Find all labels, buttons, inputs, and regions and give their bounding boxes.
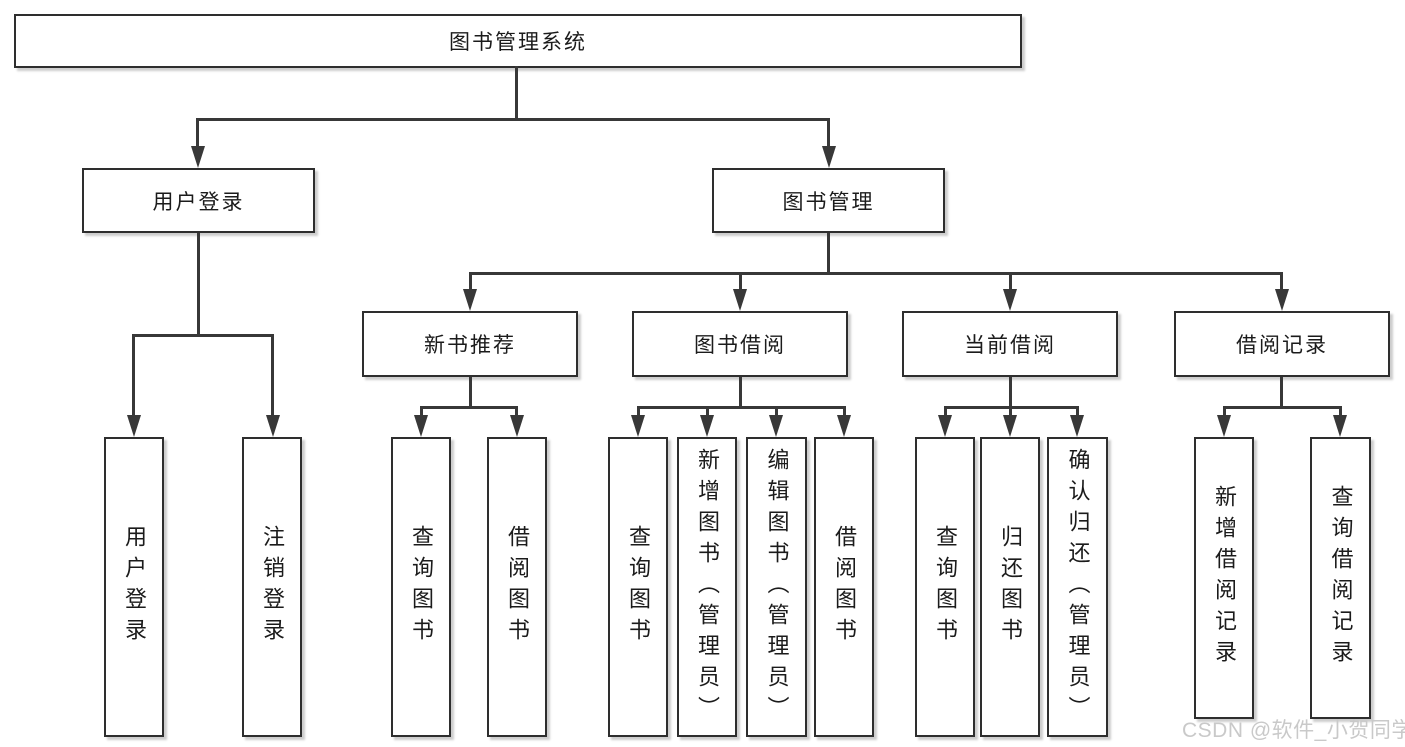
arrow-head — [700, 415, 714, 437]
leaf-logout-label: 注销登录 — [260, 525, 285, 649]
arrow-head — [1003, 415, 1017, 437]
arrow-head — [414, 415, 428, 437]
leaf-borrow-books-recommend-label: 借阅图书 — [505, 525, 530, 649]
leaf-logout: 注销登录 — [242, 437, 302, 737]
leaf-query-books-borrowing-label: 查询图书 — [626, 525, 651, 649]
node-book-management-label: 图书管理 — [782, 190, 875, 214]
leaf-return-book: 归还图书 — [980, 437, 1040, 737]
connector-vline — [469, 272, 472, 290]
node-root: 图书管理系统 — [14, 14, 1022, 68]
leaf-add-borrow-record: 新增借阅记录 — [1194, 437, 1254, 719]
connector-vline — [271, 334, 274, 417]
leaf-add-book-admin-label: 新增图书（管理员） — [695, 447, 720, 727]
connector-vline — [1009, 406, 1012, 418]
leaf-confirm-return-admin-label: 确认归还（管理员） — [1065, 447, 1091, 727]
arrow-head — [822, 146, 836, 168]
watermark: CSDN @软件_小贺同学 — [1182, 719, 1405, 742]
connector-hline — [420, 406, 518, 409]
leaf-user-login: 用户登录 — [104, 437, 164, 737]
arrow-head — [631, 415, 645, 437]
arrow-head — [938, 415, 952, 437]
arrow-head — [1003, 289, 1017, 311]
connector-hline — [132, 334, 274, 337]
connector-vline — [1280, 377, 1283, 408]
leaf-query-books-recommend: 查询图书 — [391, 437, 451, 737]
arrow-head — [1070, 415, 1084, 437]
connector-hline — [469, 272, 1283, 275]
node-root-label: 图书管理系统 — [449, 31, 587, 54]
node-user-login: 用户登录 — [82, 168, 315, 233]
connector-vline — [1009, 377, 1012, 408]
node-current-borrowing-label: 当前借阅 — [964, 334, 1056, 357]
arrow-head — [837, 415, 851, 437]
leaf-add-book-admin: 新增图书（管理员） — [677, 437, 737, 737]
leaf-query-books-current: 查询图书 — [915, 437, 975, 737]
node-new-book-recommendation: 新书推荐 — [362, 311, 578, 377]
connector-vline — [1280, 272, 1283, 290]
leaf-query-books-borrowing: 查询图书 — [608, 437, 668, 737]
arrow-head — [1275, 289, 1289, 311]
connector-vline — [515, 66, 518, 121]
leaf-borrow-books-label: 借阅图书 — [832, 525, 857, 649]
connector-vline — [944, 406, 947, 418]
connector-vline — [827, 118, 830, 148]
connector-vline — [739, 272, 742, 290]
node-current-borrowing: 当前借阅 — [902, 311, 1118, 377]
leaf-query-borrow-record: 查询借阅记录 — [1310, 437, 1371, 719]
leaf-add-borrow-record-label: 新增借阅记录 — [1212, 485, 1237, 671]
connector-vline — [196, 118, 199, 148]
connector-hline — [197, 118, 830, 121]
connector-vline — [1009, 272, 1012, 290]
connector-vline — [775, 406, 778, 418]
leaf-edit-book-admin-label: 编辑图书（管理员） — [764, 447, 790, 727]
node-new-book-recommendation-label: 新书推荐 — [424, 334, 516, 357]
node-book-management: 图书管理 — [712, 168, 945, 233]
connector-vline — [827, 233, 830, 274]
leaf-user-login-label: 用户登录 — [122, 525, 147, 649]
node-book-borrowing: 图书借阅 — [632, 311, 848, 377]
arrow-head — [1217, 415, 1231, 437]
node-book-borrowing-label: 图书借阅 — [694, 334, 786, 357]
connector-vline — [1339, 406, 1342, 418]
arrow-head — [266, 415, 280, 437]
connector-vline — [469, 377, 472, 408]
leaf-query-borrow-record-label: 查询借阅记录 — [1328, 485, 1354, 671]
arrow-head — [191, 146, 205, 168]
connector-vline — [515, 406, 518, 418]
leaf-borrow-books: 借阅图书 — [814, 437, 874, 737]
leaf-return-book-label: 归还图书 — [998, 525, 1023, 649]
connector-vline — [132, 334, 135, 417]
leaf-borrow-books-recommend: 借阅图书 — [487, 437, 547, 737]
connector-vline — [1223, 406, 1226, 418]
connector-vline — [637, 406, 640, 418]
leaf-query-books-recommend-label: 查询图书 — [409, 525, 434, 649]
connector-hline — [1223, 406, 1341, 409]
arrow-head — [463, 289, 477, 311]
connector-vline — [197, 233, 200, 336]
connector-vline — [420, 406, 423, 418]
connector-vline — [706, 406, 709, 418]
node-borrowing-records-label: 借阅记录 — [1236, 334, 1328, 357]
arrow-head — [510, 415, 524, 437]
leaf-edit-book-admin: 编辑图书（管理员） — [746, 437, 807, 737]
arrow-head — [769, 415, 783, 437]
node-user-login-label: 用户登录 — [152, 190, 245, 214]
arrow-head — [127, 415, 141, 437]
leaf-confirm-return-admin: 确认归还（管理员） — [1047, 437, 1108, 737]
connector-hline — [637, 406, 845, 409]
arrow-head — [733, 289, 747, 311]
leaf-query-books-current-label: 查询图书 — [933, 525, 958, 649]
node-borrowing-records: 借阅记录 — [1174, 311, 1390, 377]
connector-vline — [739, 377, 742, 408]
connector-vline — [1076, 406, 1079, 418]
arrow-head — [1333, 415, 1347, 437]
connector-vline — [843, 406, 846, 418]
